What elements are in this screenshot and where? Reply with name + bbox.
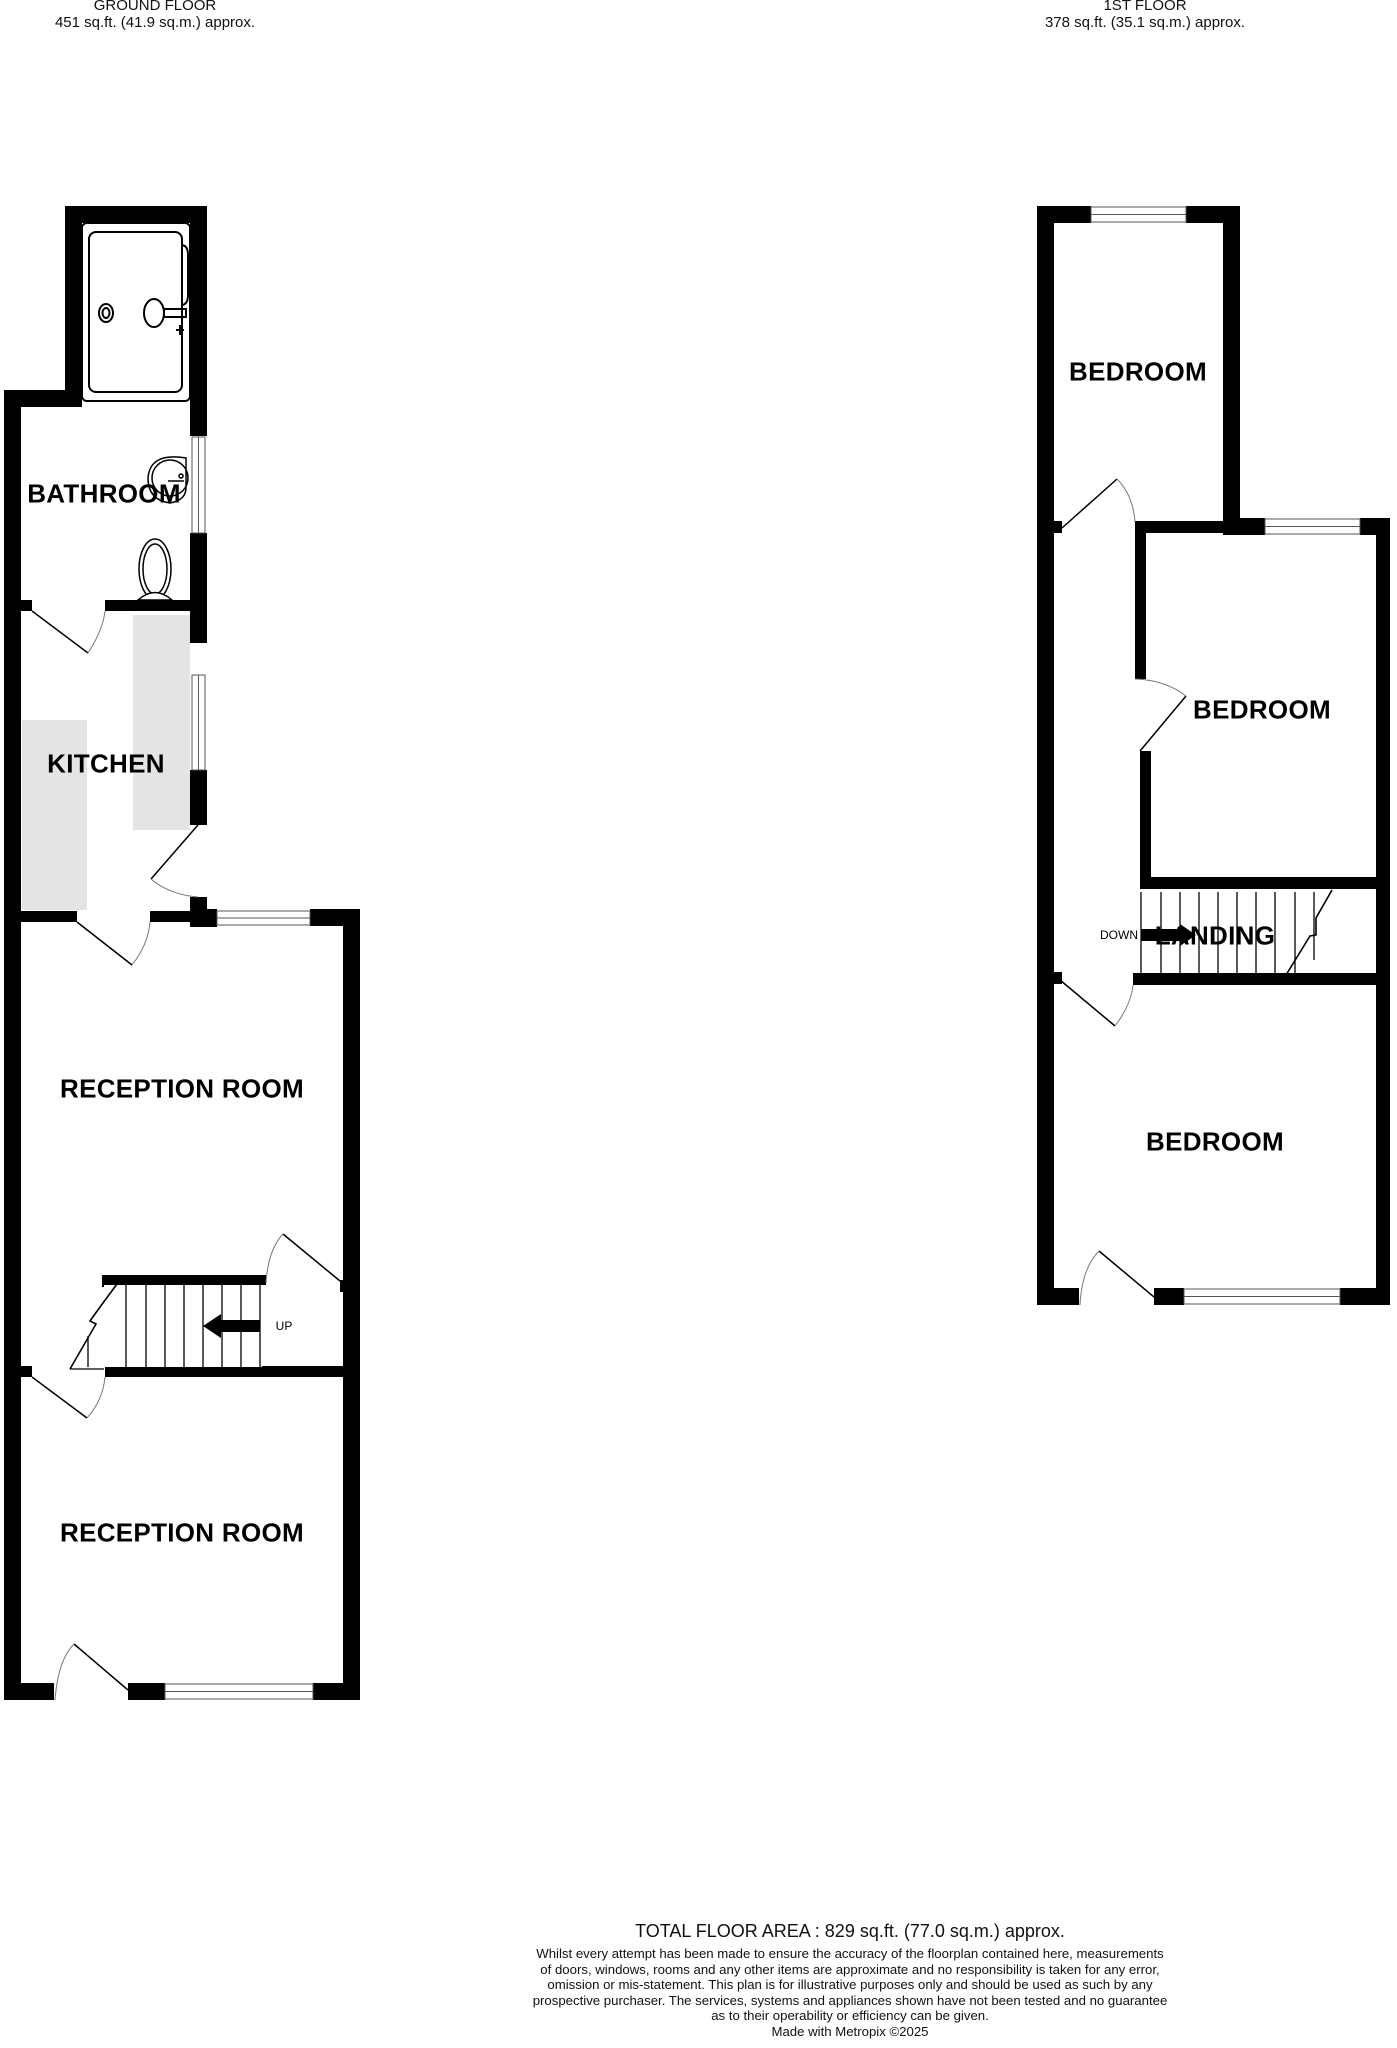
disclaimer-line: of doors, windows, rooms and any other i… bbox=[540, 1961, 1160, 1977]
room-label-reception-room-rear: RECEPTION ROOM bbox=[60, 1073, 304, 1104]
first-floor-doors bbox=[1059, 478, 1187, 1306]
room-label-bedroom-front: BEDROOM bbox=[1146, 1126, 1284, 1157]
stairs-down-label: DOWN bbox=[1100, 928, 1138, 942]
ground-floor-plan bbox=[4, 206, 360, 1701]
door-kitchen-reception bbox=[76, 921, 151, 966]
total-floor-area: TOTAL FLOOR AREA : 829 sq.ft. (77.0 sq.m… bbox=[635, 1921, 1065, 1941]
ground-floor-windows bbox=[164, 436, 314, 1700]
ground-floor-area: 451 sq.ft. (41.9 sq.m.) approx. bbox=[54, 14, 256, 31]
disclaimer-line: as to their operability or efficiency ca… bbox=[711, 2008, 989, 2023]
room-label-reception-room-front: RECEPTION ROOM bbox=[60, 1517, 304, 1548]
door-landing-bedroom-front bbox=[1059, 979, 1134, 1027]
door-kitchen-garden bbox=[150, 824, 199, 898]
room-label-bedroom-middle: BEDROOM bbox=[1193, 694, 1331, 725]
door-front bbox=[54, 1643, 129, 1701]
footer: TOTAL FLOOR AREA : 829 sq.ft. (77.0 sq.m… bbox=[470, 1921, 1230, 2039]
door-landing-bedroom-top bbox=[1061, 478, 1136, 529]
ground-floor-doors bbox=[31, 610, 341, 1701]
room-label-bedroom-rear: BEDROOM bbox=[1069, 356, 1207, 387]
toilet-icon bbox=[136, 538, 174, 601]
disclaimer-line: prospective purchaser. The services, sys… bbox=[532, 1992, 1168, 2008]
first-floor-walls bbox=[1037, 206, 1390, 1305]
ground-floor-header: GROUND FLOOR 451 sq.ft. (41.9 sq.m.) app… bbox=[40, 0, 270, 30]
first-floor-area: 378 sq.ft. (35.1 sq.m.) approx. bbox=[1044, 14, 1246, 31]
disclaimer-line: omission or mis-statement. This plan is … bbox=[547, 1977, 1153, 1992]
ground-floor-walls bbox=[4, 206, 360, 1700]
disclaimer: Whilst every attempt has been made to en… bbox=[470, 1946, 1230, 2039]
down-arrow-icon bbox=[1141, 924, 1196, 946]
stairs-up-label: UP bbox=[275, 1319, 293, 1333]
door-landing-bedroom-middle bbox=[1134, 678, 1187, 752]
kitchen-counter-left bbox=[22, 720, 87, 910]
kitchen-counter-right bbox=[133, 615, 190, 830]
first-floor-plan bbox=[1037, 206, 1390, 1306]
room-label-kitchen: KITCHEN bbox=[47, 748, 165, 779]
basin-icon bbox=[147, 456, 189, 504]
door-under-stairs bbox=[265, 1233, 341, 1284]
up-arrow-icon bbox=[203, 1314, 260, 1338]
door-reception-reception bbox=[31, 1376, 106, 1419]
room-label-landing: LANDING bbox=[1154, 920, 1276, 951]
first-floor-title: 1ST FLOOR bbox=[1103, 0, 1187, 14]
first-floor-windows bbox=[1090, 206, 1361, 1305]
ground-floor-title: GROUND FLOOR bbox=[93, 0, 217, 14]
shower-tray-icon bbox=[81, 222, 191, 402]
first-floor-header: 1ST FLOOR 378 sq.ft. (35.1 sq.m.) approx… bbox=[1030, 0, 1260, 30]
metropix-credit: Made with Metropix ©2025 bbox=[771, 2023, 929, 2039]
door-bathroom-kitchen bbox=[31, 610, 106, 654]
door-bedroom-front-lower bbox=[1079, 1250, 1155, 1306]
disclaimer-line: Whilst every attempt has been made to en… bbox=[536, 1946, 1164, 1961]
room-label-bathroom: BATHROOM bbox=[27, 478, 181, 509]
